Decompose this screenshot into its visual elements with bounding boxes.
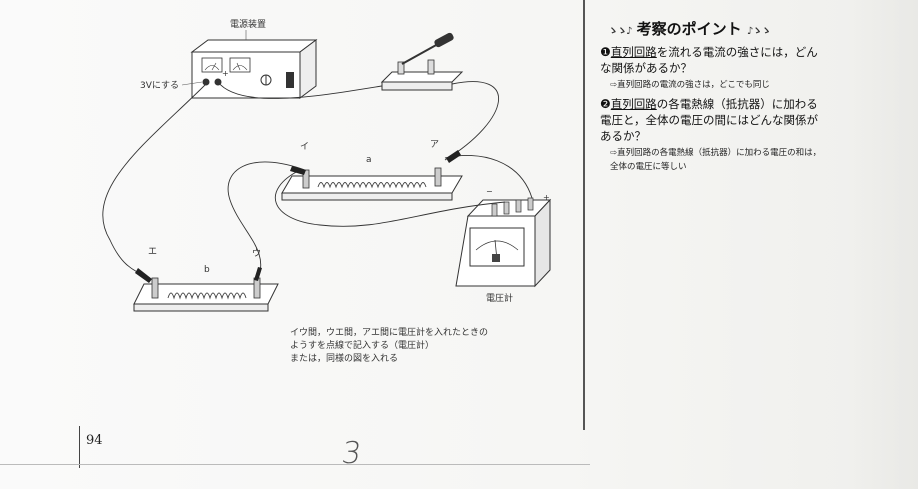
question-1: ❶直列回路を流れる電流の強さには，どんな関係があるか？ [600,44,825,76]
question-2-text: の各電熱線（抵抗器）に加わる電圧と，全体の電圧の間にはどんな関係があるか？ [600,97,819,143]
title-ornament-left-icon: ゝゝ♪ [608,26,632,37]
page-edge-shade [848,0,918,489]
wire-b-label: b [204,265,210,275]
heating-wire-a [281,167,463,201]
voltmeter-minus-sign: − [486,187,493,196]
terminal-u-label: ウ [252,248,261,259]
wire-a-label: a [366,155,372,165]
page-number: 94 [86,433,103,448]
voltmeter-plus-sign: + [543,193,550,202]
question-1-text: を流れる電流の強さには，どんな関係があるか？ [600,45,818,75]
series-circuit-diagram: 電源装置 3Vにする + a イ ア [102,18,552,312]
question-2-keyword: 直列回路 [610,97,657,111]
handwritten-mark: 3 [339,436,364,471]
voltmeter-label: 電圧計 [486,292,513,304]
title-ornament-right-icon: ♪ゝゝ [746,26,771,37]
voltmeter [455,197,552,288]
question-1-keyword: 直列回路 [610,45,657,59]
power-plus-sign: + [222,69,229,78]
answer-2: ⇨直列回路の各電熱線（抵抗器）に加わる電圧の和は，全体の電圧に等しい [600,146,825,174]
heating-wire-b [133,277,279,312]
points-title: ゝゝ♪ 考察のポイント ♪ゝゝ [608,20,771,38]
discussion-points-panel: ゝゝ♪ 考察のポイント ♪ゝゝ ❶直列回路を流れる電流の強さには，どんな関係があ… [600,18,825,178]
alligator-clips [135,150,461,283]
answer-1-arrow-icon: ⇨ [610,80,618,90]
answer-2-arrow-icon: ⇨ [610,148,618,158]
answer-1-text: 直列回路の電流の強さは，どこでも同じ [617,80,770,90]
power-supply [190,39,318,99]
column-divider [583,0,585,430]
caption-line-1: イウ間，ウエ間，アエ間に電圧計を入れたときの [290,328,489,338]
question-2: ❷直列回路の各電熱線（抵抗器）に加わる電圧と，全体の電圧の間にはどんな関係がある… [600,96,825,144]
answer-2-text: 直列回路の各電熱線（抵抗器）に加わる電圧の和は，全体の電圧に等しい [610,148,822,172]
terminal-e-label: エ [148,247,157,257]
caption-line-2: ようすを点線で記入する（電圧計） [290,341,435,351]
set-voltage-label: 3Vにする [140,80,179,91]
answer-1: ⇨直列回路の電流の強さは，どこでも同じ [600,78,825,92]
page-number-bar [79,426,80,468]
terminal-a-label: ア [430,140,439,150]
question-1-number: ❶ [600,45,611,59]
caption-line-3: または，同様の図を入れる [290,354,399,364]
bottom-rule [0,464,590,465]
question-2-number: ❷ [600,97,611,111]
power-supply-label: 電源装置 [230,18,266,30]
circuit-wires [102,81,533,279]
diagram-caption: イウ間，ウエ間，アエ間に電圧計を入れたときの ようすを点線で記入する（電圧計） … [290,327,540,366]
terminal-i-label: イ [300,142,309,152]
knife-switch [380,32,464,91]
